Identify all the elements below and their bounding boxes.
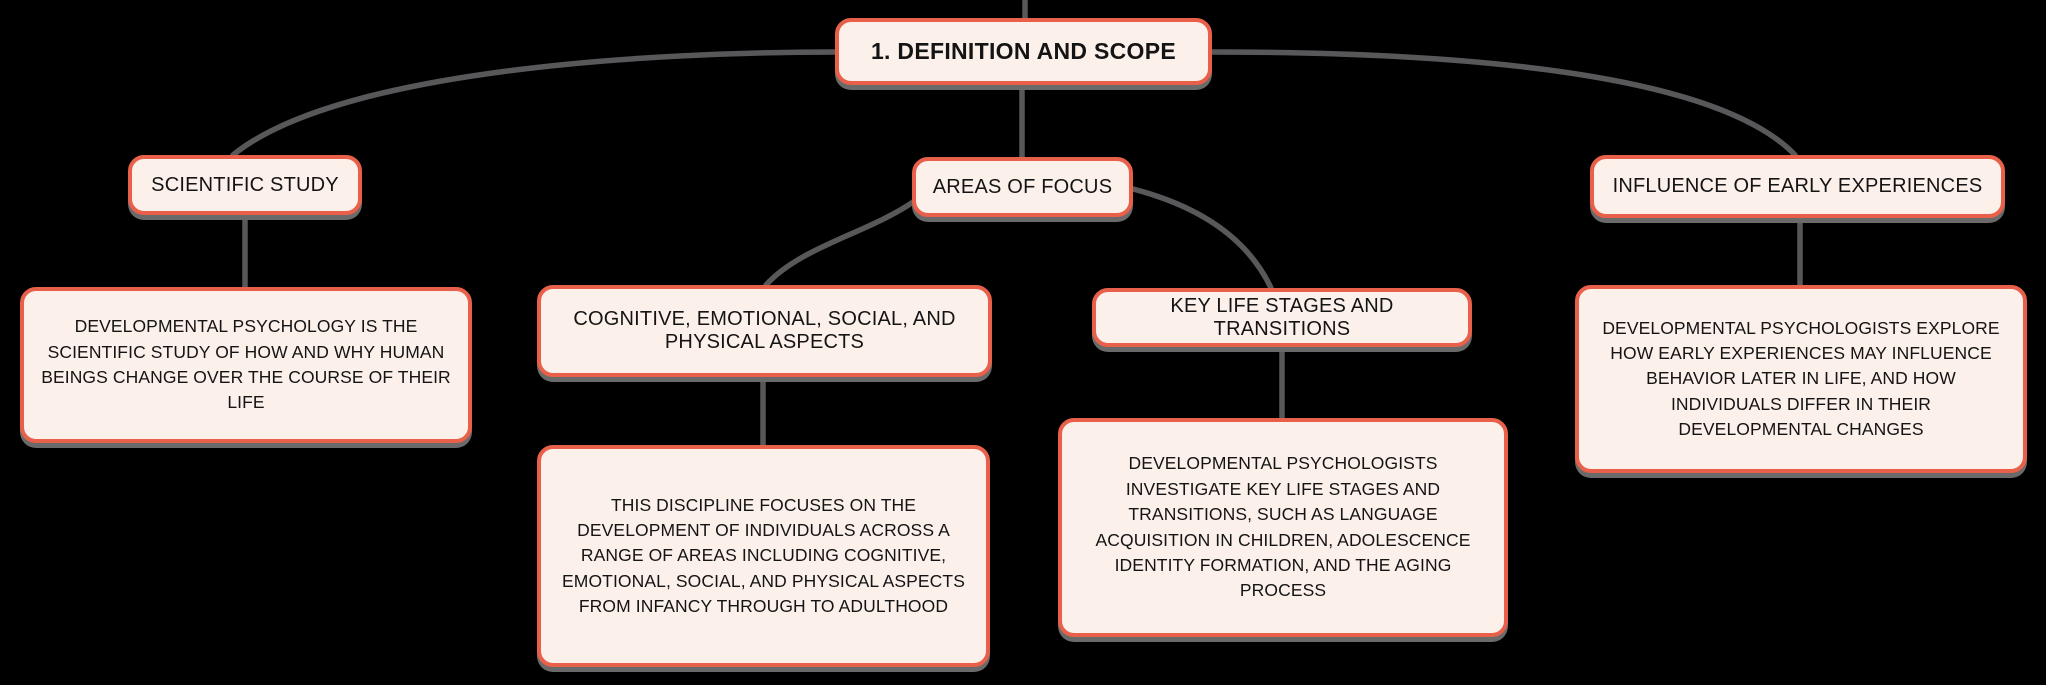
node-influence-detail[interactable]: DEVELOPMENTAL PSYCHOLOGISTS EXPLORE HOW … <box>1575 285 2027 473</box>
node-cognitive-detail-text: THIS DISCIPLINE FOCUSES ON THE DEVELOPME… <box>562 494 965 617</box>
node-cognitive-detail[interactable]: THIS DISCIPLINE FOCUSES ON THE DEVELOPME… <box>537 445 990 667</box>
node-scientific-study[interactable]: SCIENTIFIC STUDY <box>128 155 362 215</box>
node-areas-of-focus[interactable]: AREAS OF FOCUS <box>912 157 1133 217</box>
node-key-life-stages-label: KEY LIFE STAGES AND TRANSITIONS <box>1170 294 1394 340</box>
node-influence-of-early-experiences-label: INFLUENCE OF EARLY EXPERIENCES <box>1612 175 1983 197</box>
node-scientific-study-detail-text: DEVELOPMENTAL PSYCHOLOGY IS THE SCIENTIF… <box>41 316 451 413</box>
node-cognitive-emotional-social-physical[interactable]: COGNITIVE, EMOTIONAL, SOCIAL, AND PHYSIC… <box>537 285 992 377</box>
node-key-life-stages[interactable]: KEY LIFE STAGES AND TRANSITIONS <box>1092 288 1472 347</box>
node-definition-and-scope-label: 1. DEFINITION AND SCOPE <box>870 38 1177 64</box>
node-scientific-study-detail[interactable]: DEVELOPMENTAL PSYCHOLOGY IS THE SCIENTIF… <box>20 287 472 443</box>
node-key-life-stages-detail[interactable]: DEVELOPMENTAL PSYCHOLOGISTS INVESTIGATE … <box>1058 418 1508 637</box>
node-scientific-study-label: SCIENTIFIC STUDY <box>151 173 339 196</box>
node-cognitive-emotional-social-physical-label: COGNITIVE, EMOTIONAL, SOCIAL, AND PHYSIC… <box>573 308 956 353</box>
node-areas-of-focus-label: AREAS OF FOCUS <box>932 175 1113 198</box>
node-key-life-stages-detail-text: DEVELOPMENTAL PSYCHOLOGISTS INVESTIGATE … <box>1095 453 1471 601</box>
node-influence-detail-text: DEVELOPMENTAL PSYCHOLOGISTS EXPLORE HOW … <box>1602 317 2000 440</box>
connector-root-to-influence <box>1209 49 1798 158</box>
node-influence-of-early-experiences[interactable]: INFLUENCE OF EARLY EXPERIENCES <box>1590 155 2005 218</box>
connector-root-to-scientific-study <box>230 49 838 158</box>
connector-areas-to-cognitive <box>763 199 916 288</box>
connector-areas-to-key-life-stages <box>1130 186 1274 291</box>
node-definition-and-scope[interactable]: 1. DEFINITION AND SCOPE <box>835 18 1212 85</box>
